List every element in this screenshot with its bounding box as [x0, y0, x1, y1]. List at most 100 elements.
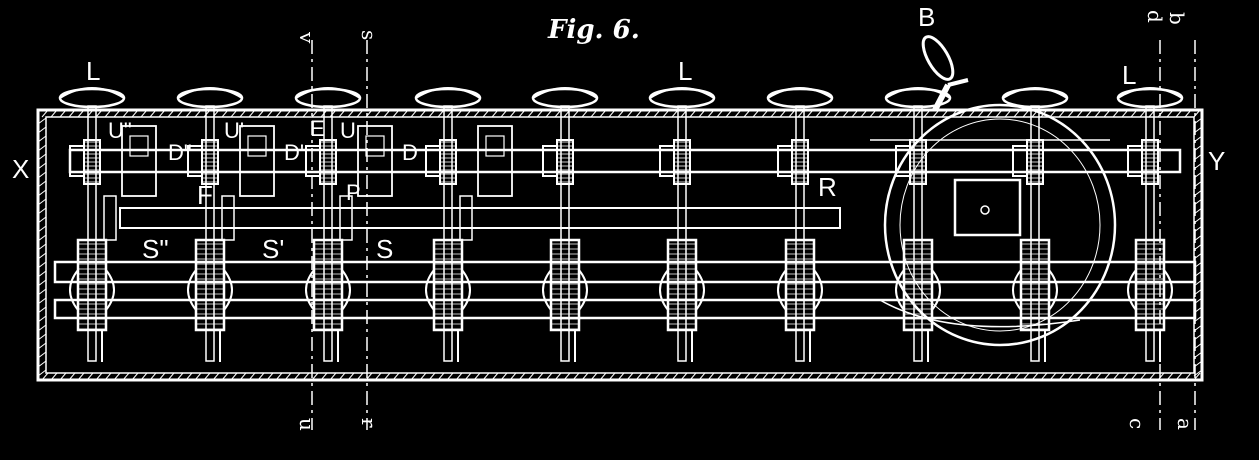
hatch-line: [554, 372, 562, 381]
hatch-line: [50, 109, 58, 118]
shaft-collar: [187, 145, 203, 177]
hatch-line: [37, 189, 47, 197]
knob-top: [177, 87, 243, 99]
mechanism-unit: [1116, 87, 1184, 362]
hatch-line: [1040, 372, 1048, 381]
hatch-line: [626, 372, 634, 381]
hatch-line: [1076, 372, 1084, 381]
hatch-line: [923, 372, 931, 381]
hatch-line: [185, 372, 193, 381]
hatch-line: [257, 109, 265, 118]
hatch-line: [203, 109, 211, 118]
counter-box: [239, 125, 275, 197]
shaft-collar: [69, 145, 85, 177]
hatch-line: [968, 109, 976, 118]
hatch-line: [86, 372, 94, 381]
middle-gear: [221, 195, 235, 241]
hatch-line: [37, 279, 47, 287]
hatch-line: [527, 372, 535, 381]
hatch-line: [428, 109, 436, 118]
hatch-line: [1184, 372, 1192, 381]
hatch-line: [59, 372, 67, 381]
section-mark-b: b: [1165, 12, 1189, 25]
hatch-line: [1049, 372, 1057, 381]
section-mark-s: s: [357, 30, 381, 40]
hatch-line: [941, 109, 949, 118]
hatch-line: [410, 372, 418, 381]
hatch-line: [374, 372, 382, 381]
hatch-line: [887, 109, 895, 118]
hatch-line: [518, 372, 526, 381]
hatch-line: [536, 109, 544, 118]
hatch-line: [131, 109, 139, 118]
hatch-line: [41, 109, 49, 118]
hatch-line: [37, 216, 47, 224]
hatch-line: [734, 372, 742, 381]
mechanism-unit: [648, 87, 716, 362]
hatch-line: [779, 372, 787, 381]
lower-gear: [312, 238, 344, 332]
hatch-line: [455, 109, 463, 118]
hatch-line: [1175, 109, 1183, 118]
hatch-line: [140, 109, 148, 118]
hatch-line: [275, 109, 283, 118]
hatch-line: [374, 109, 382, 118]
hatch-line: [1103, 372, 1111, 381]
shaft-collar: [425, 145, 441, 177]
hatch-line: [239, 372, 247, 381]
mechanism-unit: [884, 87, 952, 362]
lower-shaft: [53, 260, 1197, 320]
lower-gear: [902, 238, 934, 332]
hatch-line: [1130, 109, 1138, 118]
hatch-line: [842, 372, 850, 381]
mechanism-unit: [531, 87, 599, 362]
hatch-line: [401, 372, 409, 381]
hatch-line: [977, 109, 985, 118]
hatch-line: [347, 109, 355, 118]
hatch-line: [1013, 109, 1021, 118]
hatch-line: [986, 372, 994, 381]
hatch-line: [806, 109, 814, 118]
hatch-line: [878, 109, 886, 118]
hatch-line: [761, 109, 769, 118]
hatch-line: [788, 372, 796, 381]
hatch-line: [653, 109, 661, 118]
mechanism-unit: [414, 87, 513, 362]
hatch-line: [491, 109, 499, 118]
hatch-line: [581, 109, 589, 118]
hatch-line: [437, 372, 445, 381]
hatch-line: [37, 288, 47, 296]
hatch-line: [905, 109, 913, 118]
hatch-line: [293, 109, 301, 118]
hatch-line: [464, 109, 472, 118]
hatch-line: [158, 109, 166, 118]
hub: [1127, 269, 1137, 311]
hatch-line: [824, 109, 832, 118]
hatch-line: [1112, 109, 1120, 118]
label-U1: U': [224, 118, 244, 143]
hatch-line: [104, 109, 112, 118]
hatch-line: [140, 372, 148, 381]
section-mark-d: d: [1143, 10, 1167, 23]
hatch-line: [230, 109, 238, 118]
hatch-line: [590, 109, 598, 118]
hatch-line: [725, 372, 733, 381]
hub: [542, 269, 552, 311]
hatch-line: [37, 351, 47, 359]
hatch-line: [338, 372, 346, 381]
hatch-line: [194, 372, 202, 381]
hatch-line: [536, 372, 544, 381]
middle-shaft: [119, 207, 841, 229]
hub: [461, 269, 471, 311]
hatch-line: [752, 109, 760, 118]
hatch-line: [37, 225, 47, 233]
hatch-line: [734, 109, 742, 118]
hatch-line: [68, 372, 76, 381]
hatch-line: [905, 372, 913, 381]
hatch-line: [1121, 109, 1129, 118]
stem: [205, 105, 215, 362]
mechanism-unit: [294, 87, 393, 362]
section-mark-a: a: [1173, 418, 1197, 430]
hatch-line: [968, 372, 976, 381]
